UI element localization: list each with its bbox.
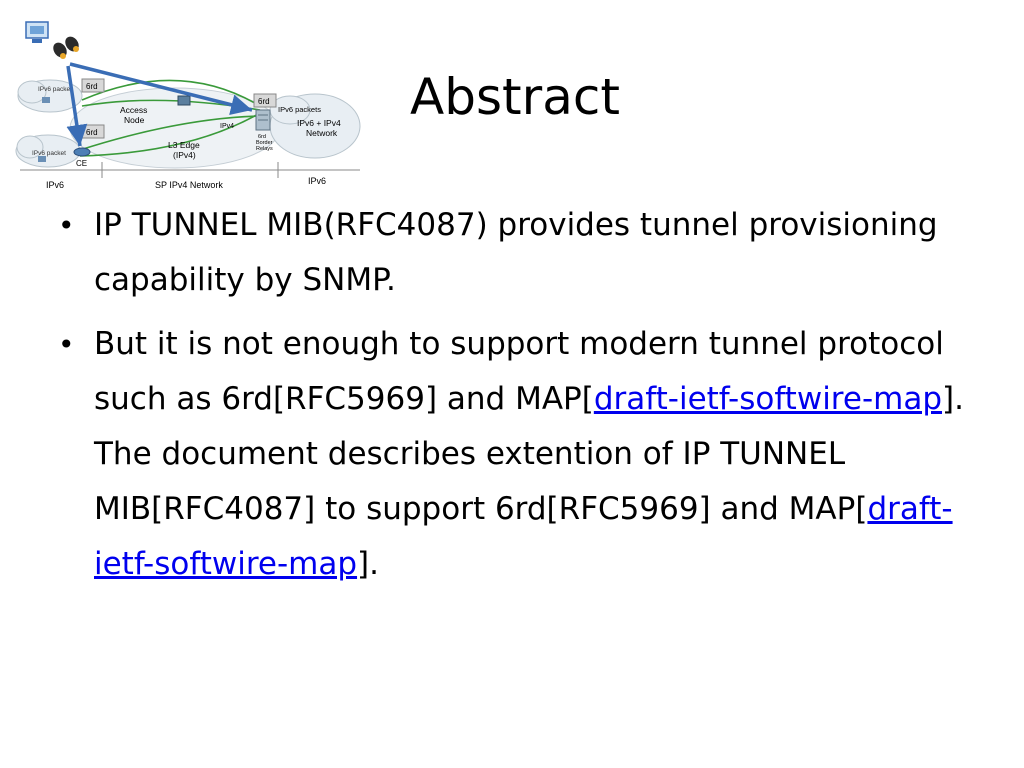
host-icon [38, 97, 50, 162]
sixrd-tag-right-label: 6rd [258, 97, 270, 106]
bullet-list: • IP TUNNEL MIB(RFC4087) provides tunnel… [56, 198, 976, 601]
network-label-line2: Network [306, 128, 338, 138]
server-icon [255, 109, 271, 131]
zone-label-middle: SP IPv4 Network [155, 180, 223, 190]
left-cloud-bottom [15, 134, 81, 168]
ipv6-packet-top-label: IPv6 packe [38, 86, 71, 93]
bullet-2-text-middle: ]. The document describes extention of I… [94, 381, 964, 527]
6rd-network-diagram: 6rd 6rd IPv6 packe IPv6 packet CE Access… [15, 21, 361, 190]
slide-title: Abstract [410, 68, 620, 126]
sixrd-tag-right [253, 93, 277, 108]
draft-link-1[interactable]: draft-ietf-softwire-map [593, 381, 943, 417]
sixrd-tag-top-label: 6rd [86, 82, 98, 91]
tunnel-curve-low [79, 115, 261, 151]
zone-label-left: IPv6 [46, 180, 64, 190]
bullet-2-text-after: ]. [357, 546, 379, 582]
bullet-item: • IP TUNNEL MIB(RFC4087) provides tunnel… [56, 198, 976, 308]
router-icon [73, 147, 91, 157]
binoculars-icon [53, 36, 79, 59]
access-node-label-line1: Access [120, 105, 147, 115]
border-relay-label-line1: 6rd [258, 134, 266, 140]
bullet-2-text-before: But it is not enough to support modern t… [94, 326, 944, 417]
left-cloud-top [17, 79, 83, 113]
ipv4-label: IPv4 [220, 123, 234, 130]
bullet-1-text: IP TUNNEL MIB(RFC4087) provides tunnel p… [94, 207, 938, 298]
ipv6-packet-bottom-label: IPv6 packet [32, 150, 66, 157]
border-relay-label-line3: Relays [256, 146, 273, 152]
l3-edge-label-line2: (IPv4) [173, 150, 196, 160]
sixrd-tag-top [81, 78, 105, 93]
bullet-dot-icon: • [58, 328, 75, 361]
zone-label-right: IPv6 [308, 176, 326, 186]
arrow-to-ce [66, 65, 88, 147]
l3-edge-label-line1: L3 Edge [168, 140, 200, 150]
sixrd-tag-bottom-label: 6rd [86, 128, 98, 137]
arrow-to-relay [69, 62, 253, 116]
bullet-item: • But it is not enough to support modern… [56, 317, 976, 592]
tunnel-curve-bottom [79, 112, 261, 157]
access-node-label-line2: Node [124, 115, 145, 125]
monitor-icon [25, 21, 49, 43]
access-switch-icon [177, 95, 191, 106]
border-relay-label-line2: Border [256, 140, 273, 146]
network-label-line1: IPv6 + IPv4 [297, 118, 341, 128]
draft-link-2[interactable]: draft-ietf-softwire-map [94, 491, 953, 582]
right-cloud [269, 93, 361, 159]
ipv6-packets-label: IPv6 packets [278, 105, 321, 114]
ce-label: CE [76, 159, 87, 168]
bullet-dot-icon: • [58, 209, 75, 242]
